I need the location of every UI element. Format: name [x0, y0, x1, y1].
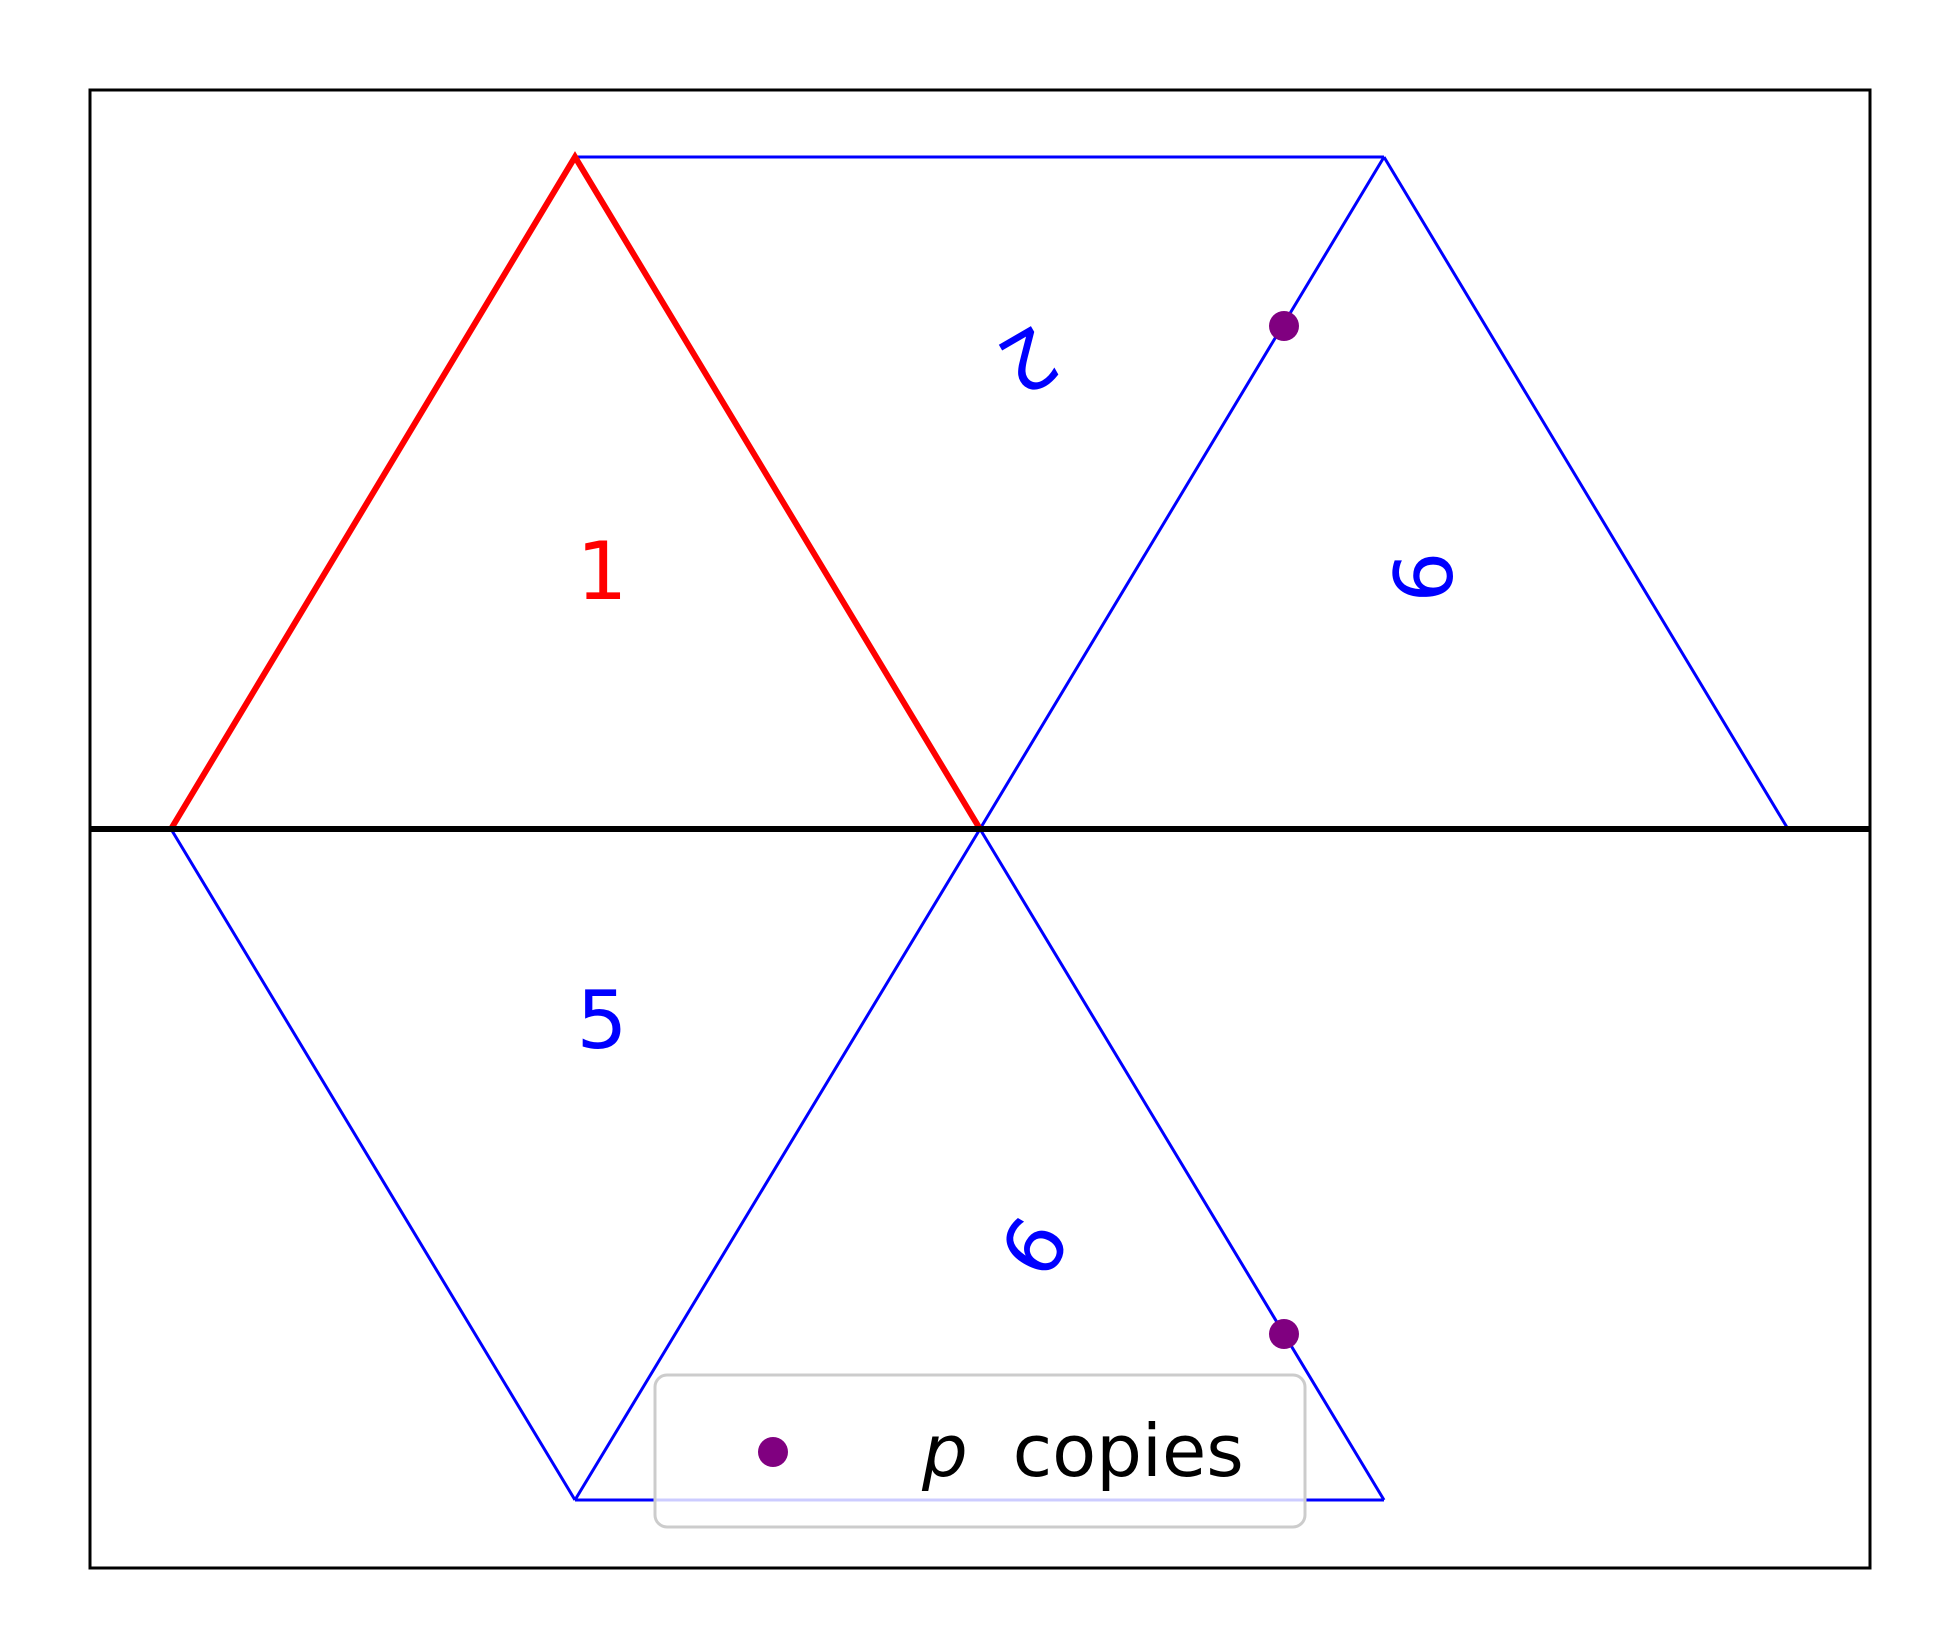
legend-label: p copies — [921, 1409, 1244, 1493]
purple-dot-lower — [1269, 1319, 1299, 1349]
edge-upper-right-side — [1382, 156, 1790, 830]
label-1: 1 — [577, 525, 628, 618]
label-5: 5 — [577, 974, 628, 1067]
legend-symbol: p — [921, 1409, 968, 1493]
purple-dot-icon — [758, 1437, 788, 1467]
edge-lower-center-right — [978, 828, 1386, 1501]
legend-text: copies — [1013, 1409, 1244, 1493]
blue-triangles — [169, 155, 1790, 1502]
edge-lower-center-left — [573, 828, 982, 1501]
label-6-lower: 6 — [982, 1202, 1088, 1293]
purple-dot-upper — [1269, 311, 1299, 341]
edge-lower-left-side — [169, 828, 577, 1501]
legend-box — [653, 1373, 1307, 1529]
legend: p copies — [653, 1373, 1307, 1529]
label-6-upper: 6 — [1378, 552, 1471, 603]
label-2: 2 — [982, 307, 1073, 413]
red-triangle-1 — [168, 151, 983, 831]
edge-upper-right-diag — [978, 156, 1386, 830]
